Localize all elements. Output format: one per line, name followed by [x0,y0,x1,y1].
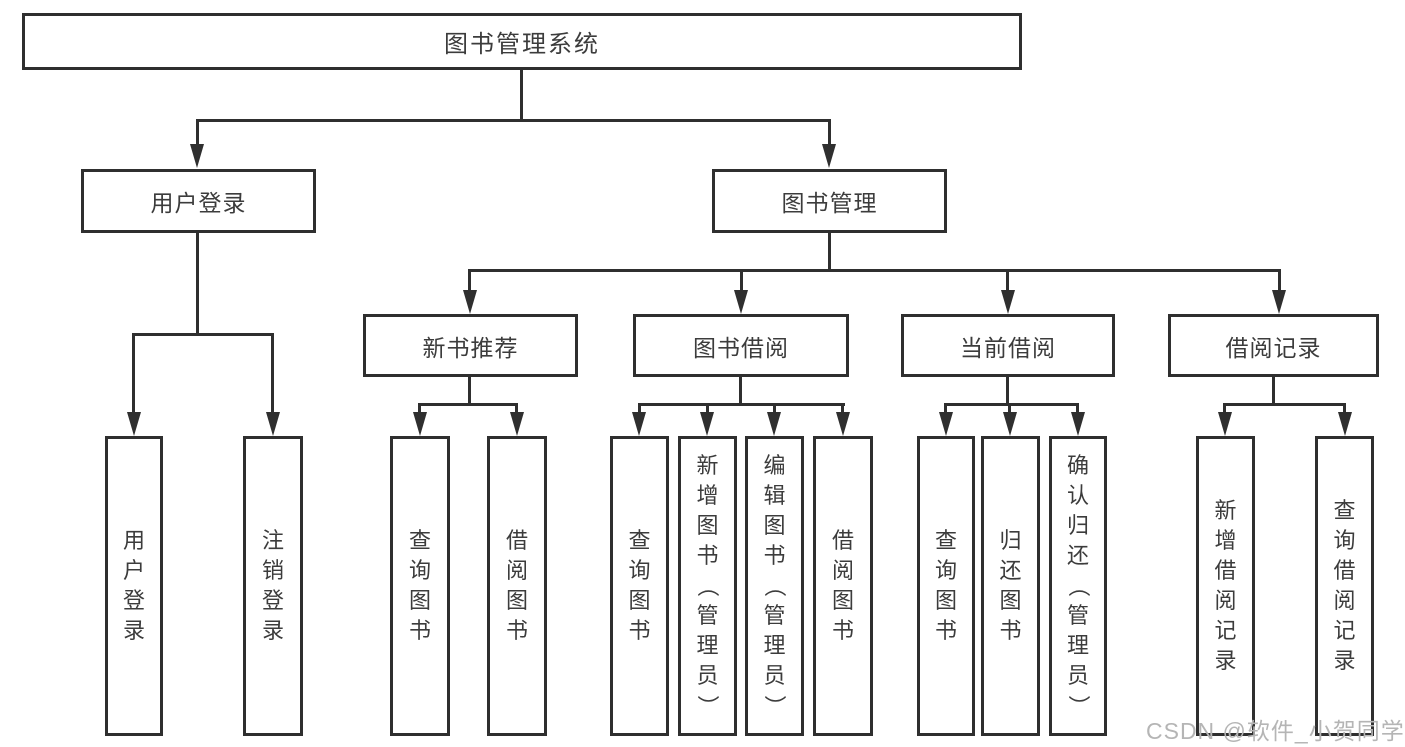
connector-drop [418,403,421,414]
node-borrowing-records: 借阅记录 [1168,314,1379,377]
node-root-label: 图书管理系统 [444,31,600,58]
connector-drop [828,119,831,148]
leaf-edit-book-admin: 编辑图书（管理员） [745,436,804,736]
leaf-borrow-book: 借阅图书 [813,436,873,736]
connector-stem [828,233,831,271]
watermark-text: CSDN @软件_小贺同学 [1146,718,1405,744]
arrow-down-icon [1338,412,1352,436]
node-root: 图书管理系统 [22,13,1022,70]
node-new-book-recommend: 新书推荐 [363,314,578,377]
arrow-down-icon [836,412,850,436]
leaf-borrow-book-recommend: 借阅图书 [487,436,547,736]
node-book-management-label: 图书管理 [781,190,878,216]
connector-root-rail [196,119,831,122]
connector-drop [1278,269,1281,292]
leaf-add-borrow-record: 新增借阅记录 [1196,436,1255,736]
arrow-down-icon [632,412,646,436]
connector-drop [706,403,709,414]
arrow-down-icon [463,290,477,314]
arrow-down-icon [1071,412,1085,436]
connector-drop [515,403,518,414]
arrow-down-icon [700,412,714,436]
leaf-user-login: 用户登录 [105,436,163,736]
leaf-logout: 注销登录 [243,436,303,736]
connector-drop [841,403,844,414]
connector-drop [1006,269,1009,292]
leaf-search-borrow-record: 查询借阅记录 [1315,436,1374,736]
arrow-down-icon [1272,290,1286,314]
connector-stem [468,377,471,405]
node-book-management: 图书管理 [712,169,947,233]
connector-stem [1006,377,1009,405]
connector-rail [418,403,518,406]
leaf-search-book-recommend: 查询图书 [390,436,450,736]
connector-drop [1223,403,1226,414]
node-new-book-recommend-label: 新书推荐 [422,334,519,361]
arrow-down-icon [510,412,524,436]
node-book-borrowing: 图书借阅 [633,314,849,377]
arrow-down-icon [767,412,781,436]
connector-drop [132,333,135,414]
connector-drop [1008,403,1011,414]
node-book-borrowing-label: 图书借阅 [693,334,789,361]
connector-rail [132,333,274,336]
arrow-down-icon [1218,412,1232,436]
connector-root-stem [520,70,523,121]
arrow-down-icon [1003,412,1017,436]
leaf-confirm-return-admin: 确认归还（管理员） [1049,436,1107,736]
arrow-down-icon [190,144,204,168]
connector-drop [944,403,947,414]
arrow-down-icon [734,290,748,314]
connector-drop [773,403,776,414]
connector-drop [740,269,743,292]
connector-drop [271,333,274,414]
connector-drop [1076,403,1079,414]
node-borrowing-records-label: 借阅记录 [1225,334,1322,361]
arrow-down-icon [413,412,427,436]
connector-stem [1272,377,1275,405]
node-current-borrowing-label: 当前借阅 [960,334,1056,361]
connector-rail [638,403,845,406]
connector-drop [1343,403,1346,414]
connector-drop [468,269,471,292]
connector-rail [944,403,1079,406]
node-user-login-label: 用户登录 [150,190,247,216]
connector-drop [196,119,199,148]
arrow-down-icon [127,412,141,436]
connector-stem [196,233,199,335]
arrow-down-icon [822,144,836,168]
connector-drop [638,403,641,414]
leaf-return-book: 归还图书 [981,436,1040,736]
arrow-down-icon [939,412,953,436]
node-user-login: 用户登录 [81,169,316,233]
arrow-down-icon [266,412,280,436]
node-current-borrowing: 当前借阅 [901,314,1115,377]
connector-rail [468,269,1281,272]
leaf-search-book-borrowing: 查询图书 [610,436,669,736]
connector-rail [1223,403,1346,406]
arrow-down-icon [1001,290,1015,314]
connector-stem [739,377,742,405]
leaf-add-book-admin: 新增图书（管理员） [678,436,737,736]
leaf-search-book-current: 查询图书 [917,436,975,736]
